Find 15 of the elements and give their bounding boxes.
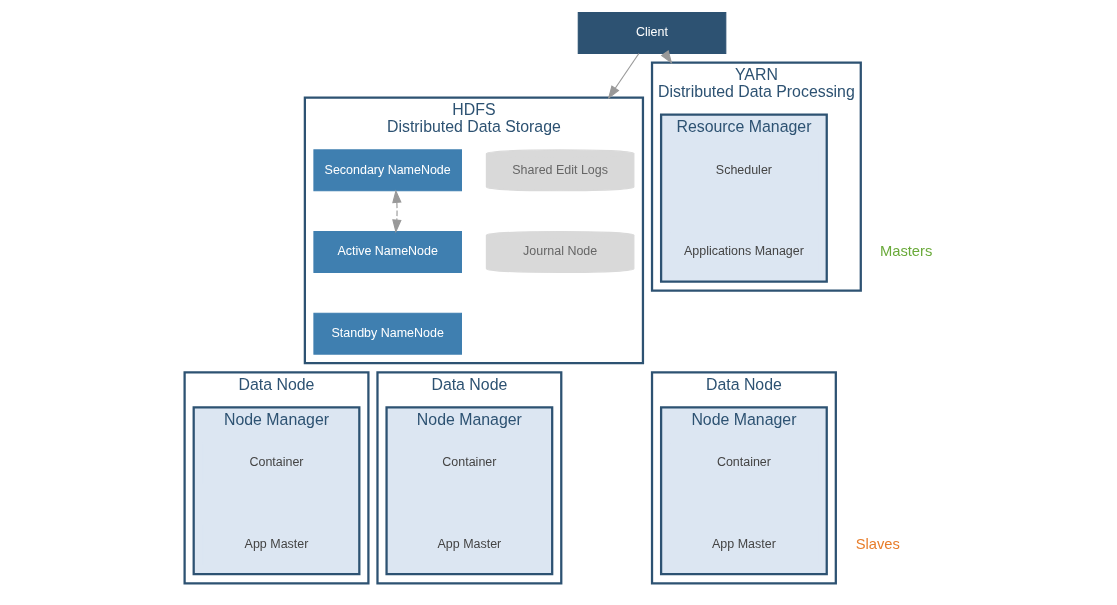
node-box: Active NameNode [312,231,462,273]
arrow [391,189,402,234]
label: Masters [879,242,932,259]
node-text: Container [248,455,304,470]
node-text: App Master [711,536,776,551]
node-text: Applications Manager [683,244,804,259]
node-text: App Master [436,536,501,551]
node-text: App Master [244,536,308,551]
node-text: Scheduler [715,162,772,177]
node-box: Secondary NameNode [312,149,462,192]
node-box: Standby NameNode [312,312,462,355]
node-text: Container [716,455,771,470]
arrow [607,52,639,100]
node-text: Container [441,455,496,470]
label: Slaves [855,535,900,552]
